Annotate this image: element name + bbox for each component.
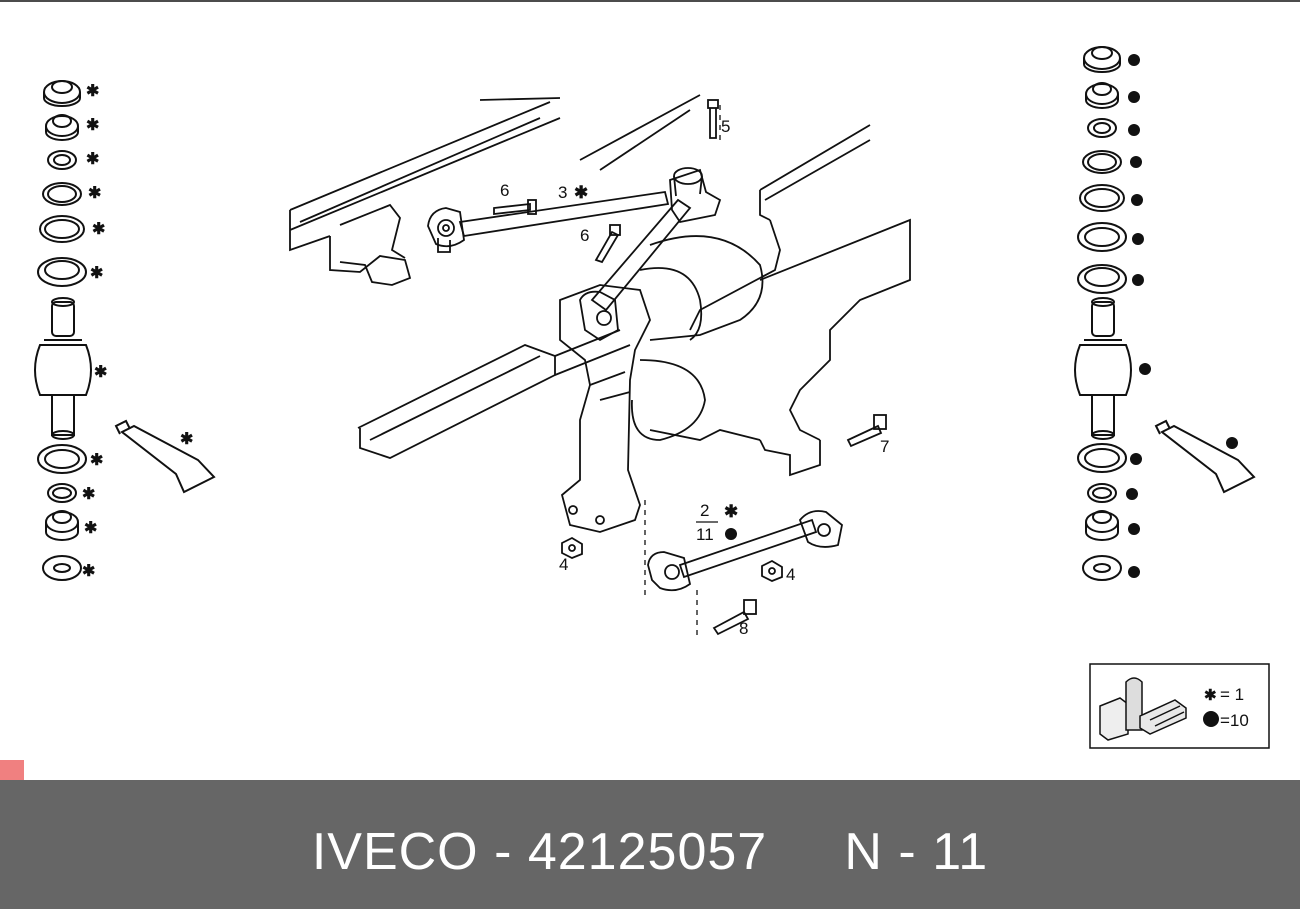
footer-bar: [0, 780, 1300, 909]
bolt-6b: [594, 224, 621, 264]
left-ring-4: [37, 257, 87, 287]
svg-text:✱: ✱: [86, 83, 99, 100]
right-ball-joint: [1074, 297, 1132, 440]
callout-2: 2: [700, 501, 709, 520]
left-ring-6: [47, 483, 77, 503]
callout-6b: 6: [580, 226, 589, 245]
svg-text:✱: ✱: [82, 486, 95, 503]
left-ball-joint: [34, 297, 92, 440]
left-bushing-2: [45, 114, 79, 141]
right-washer: [1082, 555, 1122, 581]
svg-text:✱: ✱: [92, 221, 105, 238]
bolt-8: [712, 599, 757, 636]
axle-housing: [649, 235, 764, 341]
right-bushing-1: [1083, 46, 1121, 73]
left-ring-2: [42, 182, 82, 206]
nut-4b: [761, 559, 783, 582]
rear-bush: [579, 290, 619, 342]
left-asterisk-markers: ✱ ✱ ✱ ✱ ✱ ✱ ✱ ✱ ✱ ✱ ✱ ✱: [82, 83, 193, 580]
apex-joint: [669, 168, 722, 224]
chassis-bracket: [329, 236, 412, 286]
callout-5: 5: [721, 117, 730, 136]
svg-text:✱: ✱: [82, 563, 95, 580]
svg-text:✱: ✱: [86, 151, 99, 168]
callout-labels: 5 6 3 ✱ 6 7 2 ✱ 11 4 4 8: [500, 117, 889, 638]
right-dot-markers: [1126, 54, 1238, 578]
bolt-5: [707, 99, 719, 139]
left-bushing-3: [45, 510, 79, 541]
svg-text:✱: ✱: [180, 431, 193, 448]
kit-legend: ✱ = 1 =10: [1089, 663, 1270, 749]
dot-icon: [1203, 711, 1219, 727]
parts-diagram: ✱ ✱ ✱ ✱ ✱ ✱ ✱ ✱ ✱ ✱ ✱ ✱: [0, 0, 1300, 749]
callout-6a: 6: [500, 181, 509, 200]
left-parts-column: [34, 80, 216, 581]
callout-11: 11: [696, 525, 714, 544]
asterisk-icon: ✱: [574, 183, 588, 202]
v-rod-rear: [590, 198, 692, 312]
left-ring-1: [47, 150, 77, 170]
callout-8: 8: [739, 619, 748, 638]
right-ring-3: [1079, 184, 1125, 212]
left-bushing-1: [43, 80, 81, 107]
svg-text:✱: ✱: [84, 520, 97, 537]
svg-text:✱: ✱: [86, 117, 99, 134]
callout-4a: 4: [559, 555, 568, 574]
svg-text:✱: ✱: [90, 265, 103, 282]
central-assembly: [289, 94, 911, 640]
callout-7: 7: [880, 437, 889, 456]
right-bushing-3: [1085, 510, 1119, 541]
right-ring-6: [1077, 443, 1127, 473]
asterisk-icon: ✱: [1204, 687, 1217, 704]
hanger-bracket: [559, 284, 651, 533]
torque-rod: [647, 510, 843, 592]
bolt-6a: [493, 199, 537, 216]
svg-text:✱: ✱: [94, 364, 107, 381]
right-ring-2: [1082, 150, 1122, 174]
callout-3: 3: [558, 183, 567, 202]
kit-box-icon: [1099, 677, 1187, 741]
legend-kit1-label: = 1: [1220, 685, 1244, 704]
part-number-caption: IVECO - 42125057 N - 11: [311, 823, 989, 881]
nut-4a: [561, 536, 583, 559]
right-ring-7: [1087, 483, 1117, 503]
front-bush: [427, 207, 465, 248]
right-bushing-2: [1085, 82, 1119, 109]
right-ring-1: [1087, 118, 1117, 138]
asterisk-icon: ✱: [724, 502, 738, 521]
left-grease-tube: [114, 419, 216, 494]
legend-kit10-label: =10: [1220, 711, 1249, 730]
bolt-7: [846, 414, 887, 448]
left-washer: [42, 555, 82, 581]
frame-rail-lower: [357, 344, 556, 459]
dot-icon: [725, 528, 737, 540]
frame-rail-upper: [289, 101, 561, 252]
right-parts-column: [1074, 46, 1256, 581]
callout-4b: 4: [786, 565, 795, 584]
svg-text:✱: ✱: [88, 185, 101, 202]
svg-text:✱: ✱: [90, 452, 103, 469]
right-grease-tube: [1154, 419, 1256, 494]
right-ring-4: [1077, 222, 1127, 252]
right-ring-5: [1077, 264, 1127, 294]
left-ring-3: [39, 215, 85, 243]
left-ring-5: [37, 444, 87, 474]
